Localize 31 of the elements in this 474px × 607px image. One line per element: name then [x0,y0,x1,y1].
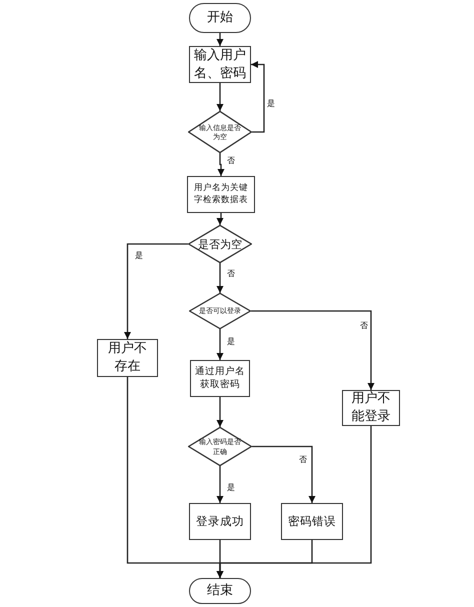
arrow [216,540,313,578]
edge-label: 是 [266,100,276,108]
process-box: 用户不存在 [97,339,158,377]
arrow [124,243,188,339]
edge-label: 否 [359,322,369,330]
arrow [216,83,224,111]
process-box: 密码错误 [281,503,343,540]
process-box: 通过用户名获取密码 [190,360,250,397]
edge-label: 是 [226,338,236,346]
process-box: 用户不能登录 [342,390,400,426]
arrow [216,213,224,225]
arrow [216,263,224,293]
edge-label: 否 [226,270,236,278]
edge-label: 是 [226,484,236,492]
terminal-shape: 开始 [189,3,251,33]
arrow [216,466,224,503]
terminal-shape: 结束 [189,578,251,604]
arrow [251,61,265,133]
edge-label: 否 [226,157,236,165]
arrow [216,329,224,360]
edge-label: 是 [134,252,144,260]
process-box: 登录成功 [189,503,251,540]
arrow [252,446,316,503]
arrow [218,153,224,176]
process-box: 用户名为关键字检索数据表 [187,176,255,213]
arrow [251,310,374,390]
arrow [216,397,224,427]
decision-diamond: 是否为空 [188,225,252,263]
process-box: 输入用户名、密码 [189,46,251,83]
edge-label: 否 [298,456,308,464]
arrow [216,33,224,46]
